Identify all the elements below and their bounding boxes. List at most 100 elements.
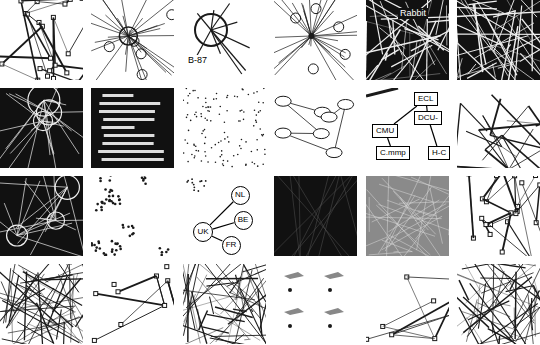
text-stroke [102, 94, 133, 97]
network-node [220, 140, 222, 142]
thumbnail [0, 0, 83, 80]
network-node [241, 109, 243, 111]
connector [212, 236, 222, 241]
network-node [308, 64, 318, 74]
network-line [514, 307, 515, 329]
network-line [67, 187, 83, 256]
network-node [334, 22, 344, 32]
network-node [122, 226, 125, 229]
network-line [289, 176, 342, 256]
network-node [224, 121, 226, 123]
network-line [469, 176, 474, 238]
network-node [95, 249, 98, 252]
network-node [96, 203, 99, 206]
thumbnail [457, 264, 540, 344]
network-node [144, 182, 147, 185]
thumbnail-ground [183, 176, 266, 256]
network-line [485, 150, 509, 168]
network-node [226, 97, 228, 99]
network-line [207, 314, 245, 321]
text-stroke [98, 150, 164, 153]
network-line [522, 183, 540, 244]
network-line [21, 1, 38, 80]
network-line [366, 88, 398, 96]
network-line [307, 176, 331, 256]
thumbnail-label: Rabbit [398, 8, 428, 19]
network-line [470, 283, 515, 341]
network-line [96, 294, 165, 306]
thumbnail-ground [91, 0, 174, 80]
network-node [264, 149, 266, 151]
network-line [366, 0, 435, 61]
network-node [184, 139, 186, 141]
thumbnail-ground [183, 0, 266, 80]
network-node [196, 116, 198, 118]
network-line [243, 264, 266, 302]
network-node [136, 49, 146, 59]
network-line [411, 177, 449, 195]
network-line [49, 112, 83, 142]
network-node [194, 90, 196, 92]
node-text: ECL [418, 94, 434, 103]
network-line [449, 193, 450, 235]
thumbnail-ground [274, 264, 357, 344]
network-line [211, 30, 250, 48]
network-line [311, 11, 333, 36]
network-node [264, 153, 266, 155]
network-node [193, 186, 195, 188]
network-node [254, 163, 256, 165]
network-line [25, 14, 50, 59]
network-node [219, 106, 221, 108]
network-node [100, 201, 103, 204]
network-node [243, 111, 245, 113]
network-line [311, 36, 330, 53]
network-node [101, 201, 104, 204]
network-line [128, 29, 160, 36]
network-node [262, 135, 264, 137]
network-line [367, 314, 449, 339]
network-line [275, 36, 311, 37]
thumbnail-ground [366, 176, 449, 256]
network-line [372, 0, 382, 54]
network-line [211, 22, 237, 30]
network-node [194, 155, 196, 157]
network-line [9, 94, 49, 113]
network-node [160, 254, 163, 256]
network-line [311, 13, 357, 36]
machine-box: H-C [428, 146, 450, 160]
network-node [119, 322, 123, 326]
network-line [0, 182, 67, 187]
network-node [253, 92, 255, 94]
network-node [104, 188, 107, 191]
network-line [366, 217, 442, 219]
thumbnail [183, 176, 266, 256]
network-line [168, 281, 174, 314]
network-line [457, 0, 515, 18]
network-line [492, 95, 540, 149]
network-line [198, 309, 200, 327]
network-line [74, 302, 83, 324]
network-line [28, 100, 44, 168]
thumbnail [183, 264, 266, 344]
network-line [199, 311, 208, 331]
network-line [236, 320, 242, 321]
network-node [192, 90, 194, 92]
network-node [321, 112, 337, 122]
network-line [486, 213, 511, 225]
network-node [183, 99, 184, 101]
network-line [457, 61, 520, 78]
network-node [201, 160, 203, 162]
network-line [475, 4, 483, 72]
network-line [311, 36, 345, 53]
text-stroke [99, 110, 155, 113]
network-node [213, 98, 215, 100]
network-line [8, 323, 64, 333]
network-line [36, 312, 76, 327]
network-node [65, 71, 69, 75]
node-text: BE [238, 215, 249, 225]
network-line [457, 103, 460, 166]
network-line [338, 176, 357, 256]
network-line [507, 121, 540, 124]
network-line [0, 267, 59, 325]
network-node [259, 110, 261, 112]
